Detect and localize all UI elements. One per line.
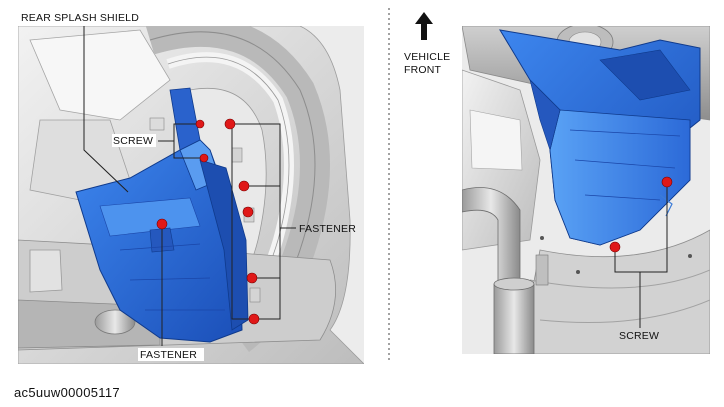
right-panel (462, 26, 710, 354)
fastener-markers (156, 118, 260, 325)
leader-screw (158, 123, 200, 142)
left-panel (18, 26, 364, 364)
leader-shield (83, 26, 129, 193)
leader-screw-right (614, 247, 641, 332)
figure-id-caption: ac5uuw00005117 (14, 385, 120, 400)
label-screw-left: SCREW (113, 135, 153, 147)
label-fastener-bottom: FASTENER (140, 349, 197, 361)
arrow-up-icon (415, 12, 433, 40)
label-screw-right: SCREW (619, 330, 659, 342)
label-vehicle: VEHICLE (404, 51, 450, 63)
label-fastener-right: FASTENER (299, 223, 356, 235)
label-rear-splash-shield: REAR SPLASH SHIELD (21, 12, 139, 24)
label-front: FRONT (404, 64, 442, 76)
